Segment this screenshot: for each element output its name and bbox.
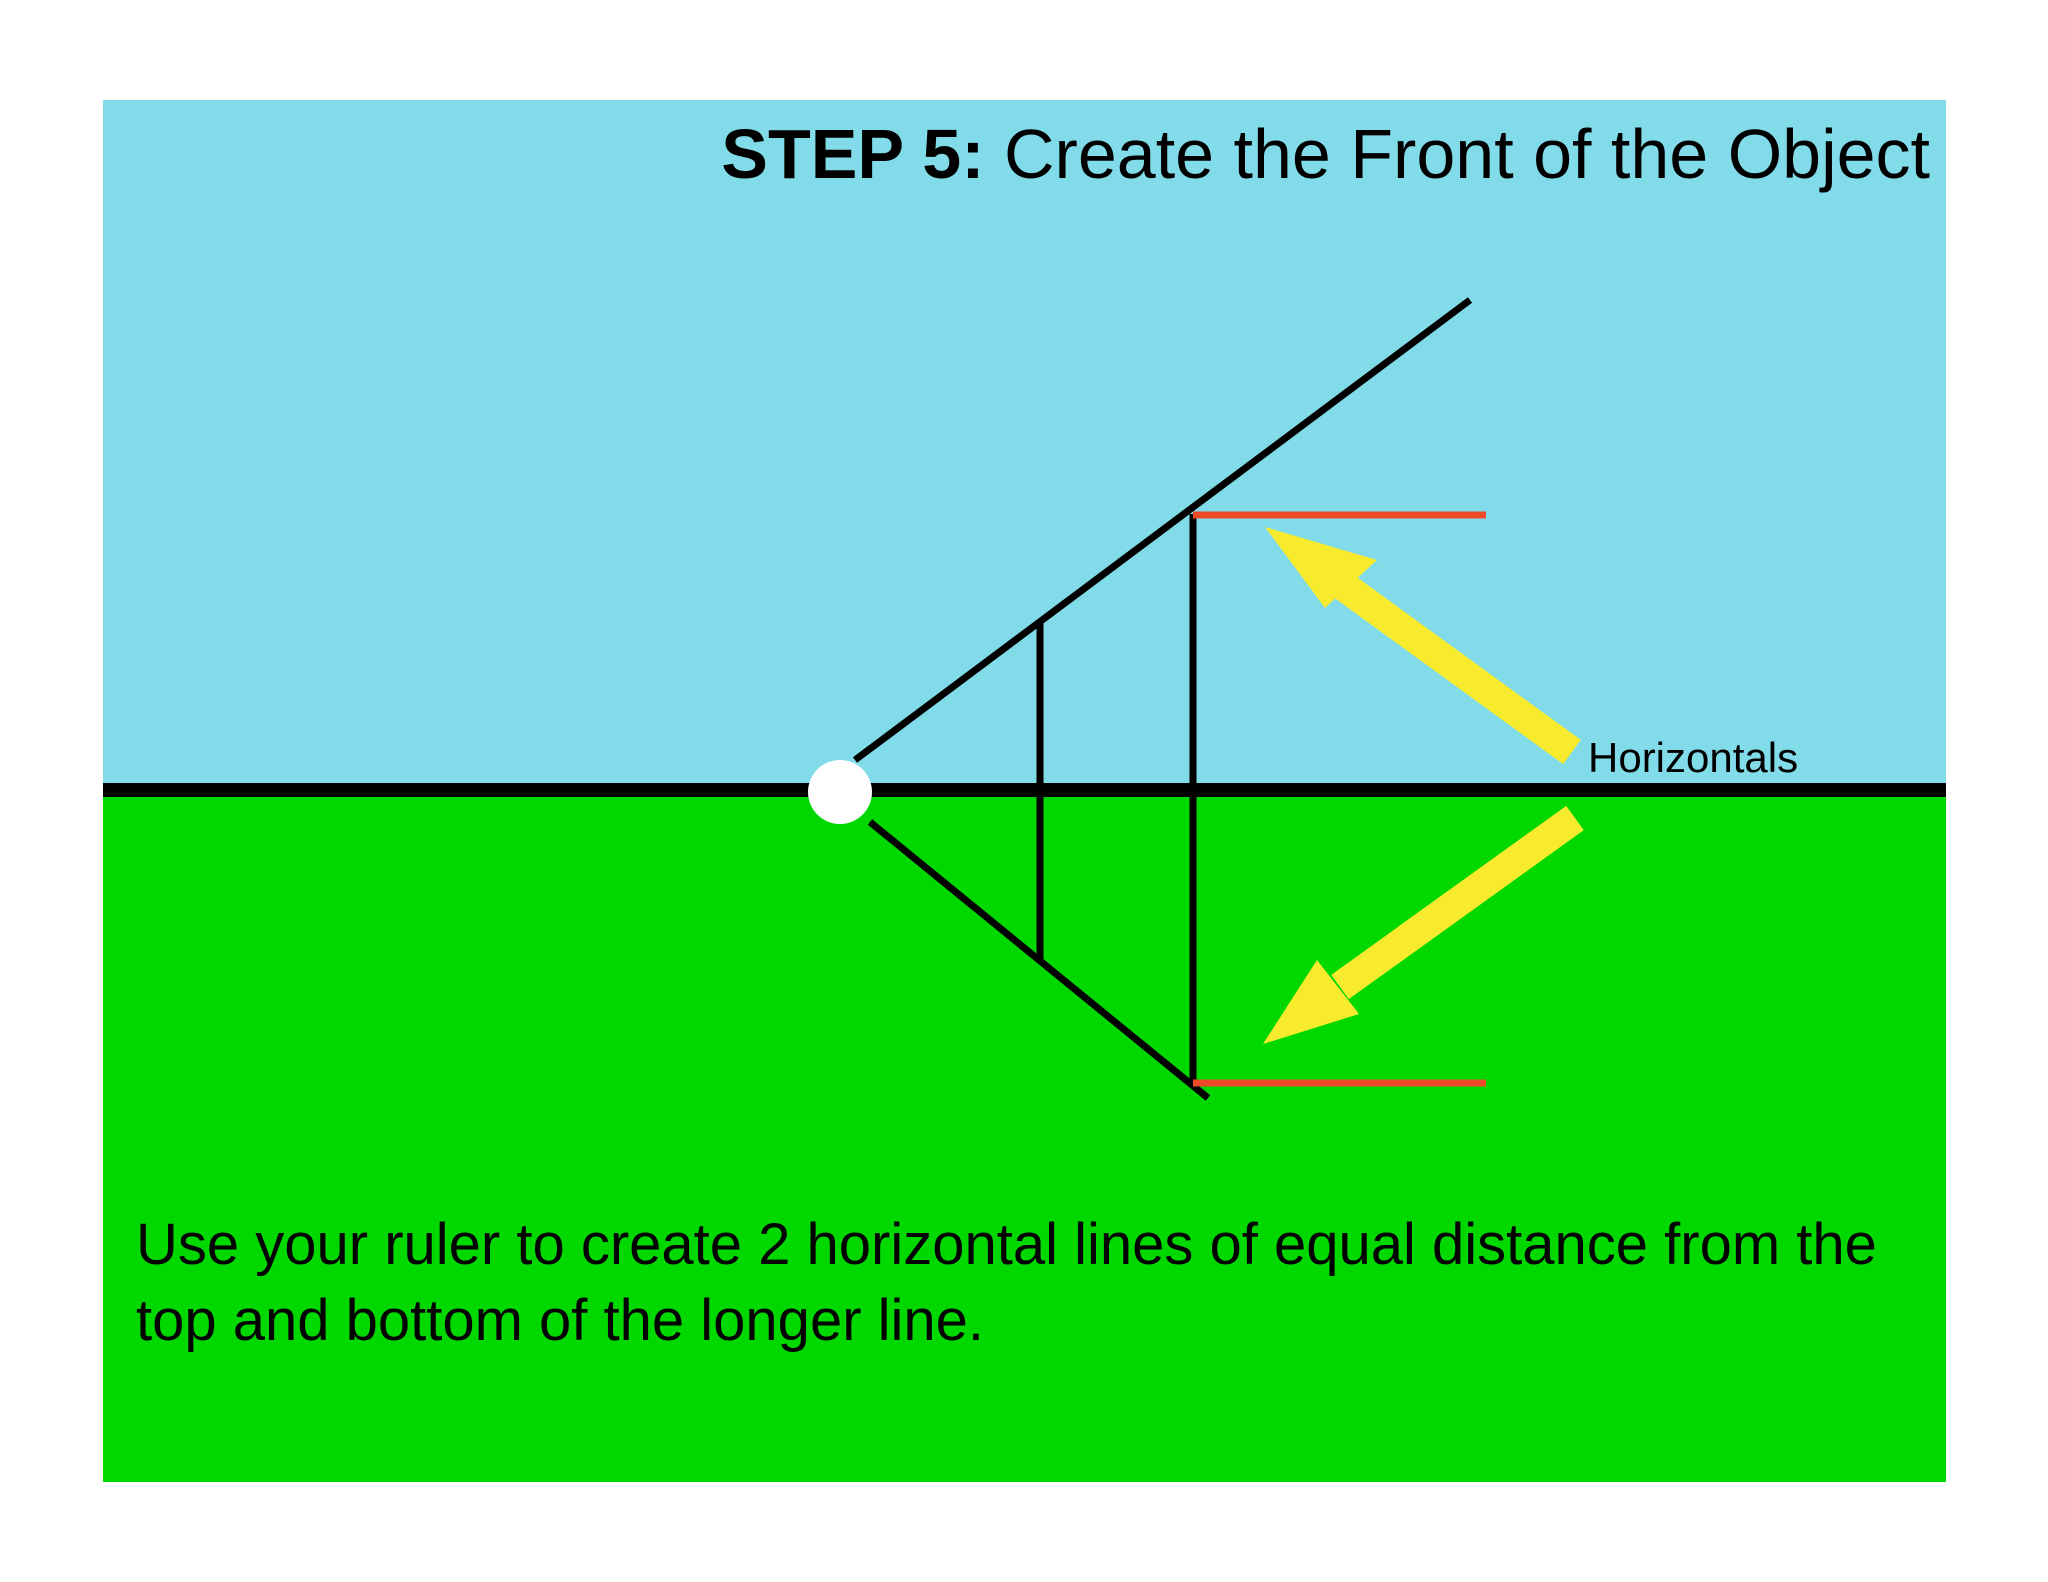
- upper-arrow-icon: [1265, 527, 1581, 765]
- horizontals-label: Horizontals: [1588, 734, 1799, 781]
- vanishing-point-icon: [808, 760, 872, 824]
- title-text: Create the Front of the Object: [1003, 115, 1930, 193]
- page-title: STEP 5: Create the Front of the Object: [721, 112, 1930, 196]
- ground-panel: [103, 790, 1946, 1482]
- upper-orthogonal-line: [852, 297, 1473, 763]
- instructions-text: Use your ruler to create 2 horizontal li…: [136, 1212, 1877, 1353]
- title-step: STEP 5:: [721, 115, 985, 193]
- lower-arrow-icon: [1263, 805, 1584, 1044]
- sky-panel: [103, 100, 1946, 790]
